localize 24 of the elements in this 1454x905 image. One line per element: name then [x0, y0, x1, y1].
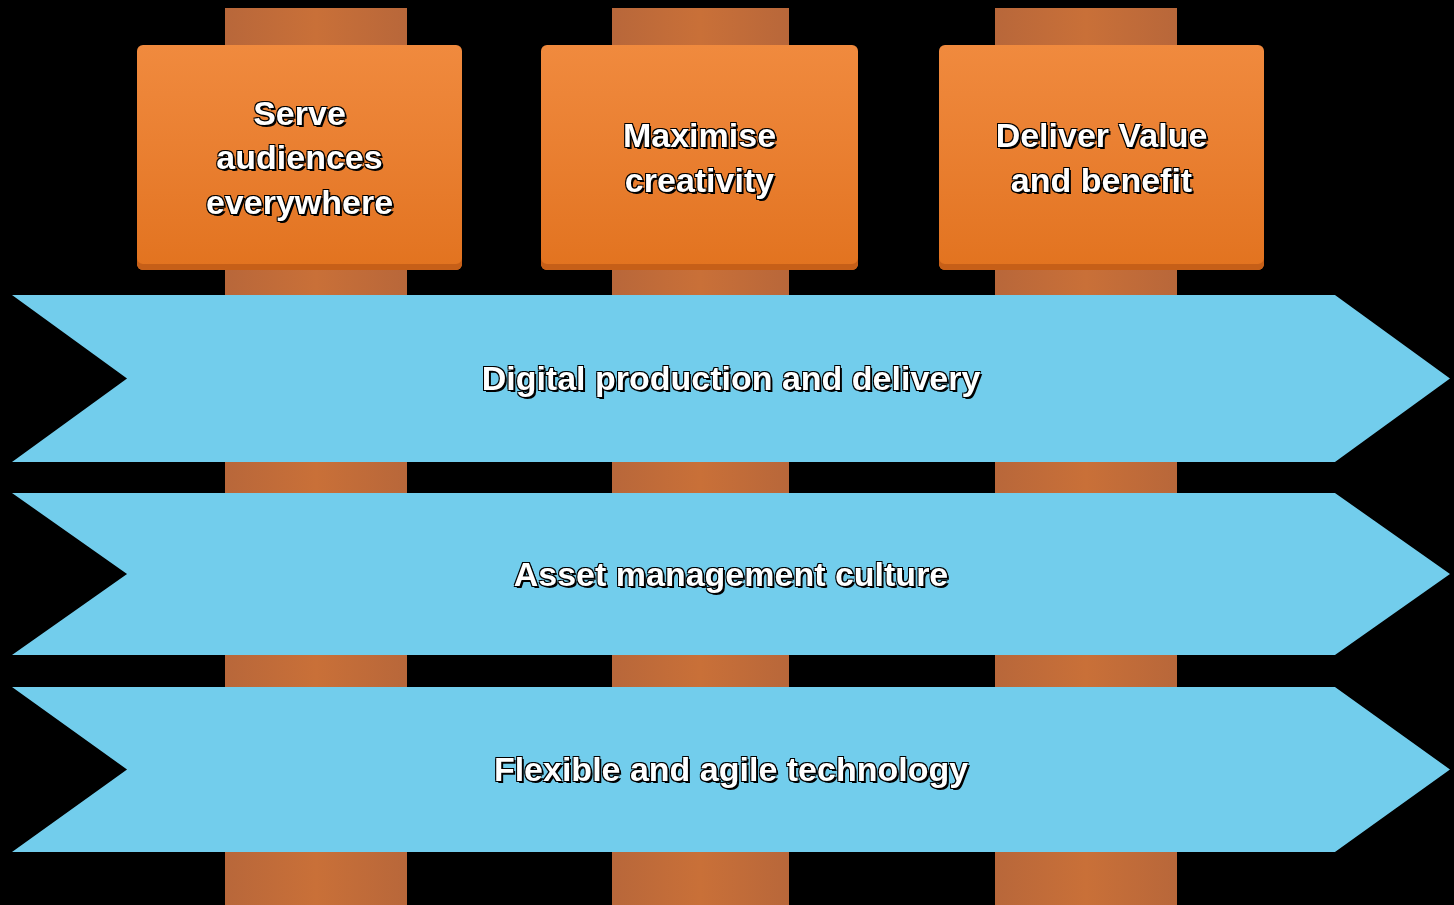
box-label: Serve audiences everywhere [204, 93, 395, 223]
pillar-segment [225, 462, 407, 493]
box-label: Maximise creativity [621, 115, 778, 201]
pillar-segment [612, 270, 789, 295]
pillar-segment [995, 655, 1177, 687]
pillar-segment [225, 655, 407, 687]
pillar-segment [612, 852, 789, 905]
pillar-segment [995, 8, 1177, 45]
pillar-segment [995, 852, 1177, 905]
box-label: Deliver Value and benefit [994, 115, 1209, 201]
band-label: Flexible and agile technology [493, 749, 969, 791]
process-box [939, 45, 1264, 270]
pillar-segment [225, 852, 407, 905]
pillar-segment [612, 655, 789, 687]
process-box [137, 45, 462, 270]
process-box [541, 45, 858, 270]
pillar-segment [225, 8, 407, 45]
pillar-segment [612, 462, 789, 493]
pillar-segment [995, 270, 1177, 295]
band-label: Digital production and delivery [481, 358, 981, 400]
band-label: Asset management culture [513, 553, 949, 595]
pillar-segment [612, 8, 789, 45]
pillar-segment [225, 270, 407, 295]
pillar-segment [995, 462, 1177, 493]
